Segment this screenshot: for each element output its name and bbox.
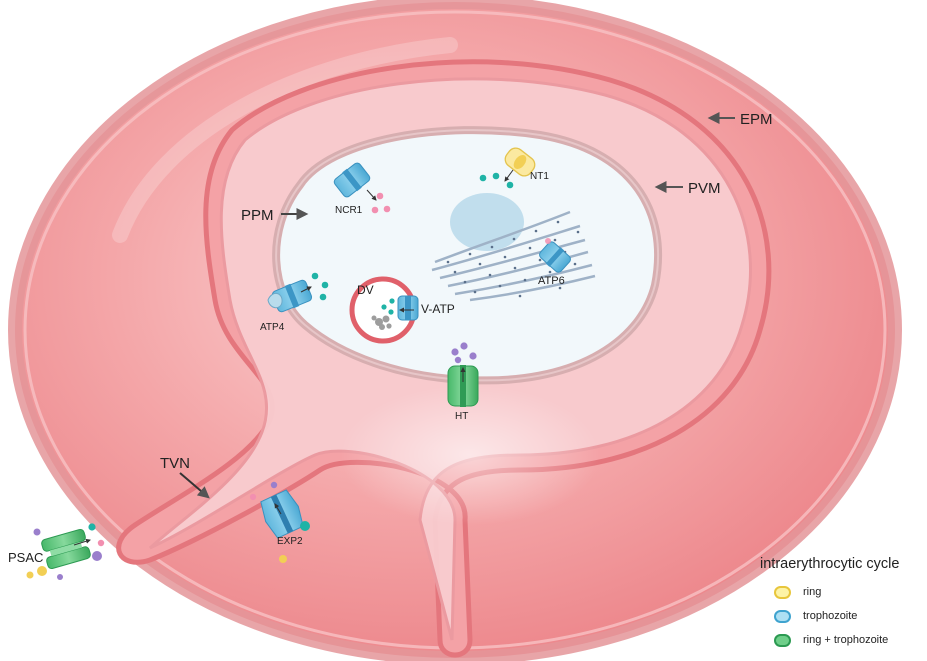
atp6-label: ATP6 <box>538 275 565 287</box>
legend-item-ring: ring <box>760 581 926 603</box>
legend-swatch-ring-trophozoite <box>774 633 791 647</box>
tvn-label: TVN <box>160 455 190 472</box>
parasite <box>272 126 663 385</box>
legend-label-trophozoite: trophozoite <box>803 610 858 622</box>
ht-transporter <box>447 365 479 407</box>
legend-swatch-ring <box>774 585 791 599</box>
ppm-label: PPM <box>241 207 274 224</box>
epm-label: EPM <box>740 111 773 128</box>
legend-label-ring: ring <box>803 586 822 598</box>
ht-label: HT <box>455 411 468 422</box>
atp4-arrow <box>300 286 312 293</box>
ncr1-label: NCR1 <box>335 205 363 216</box>
legend-label-ring-trophozoite: ring + trophozoite <box>803 634 889 646</box>
pvm-label: PVM <box>688 180 721 197</box>
atp4-sidecar <box>267 293 283 309</box>
psac-label: PSAC <box>8 550 43 565</box>
legend-item-ring-trophozoite: ring + trophozoite <box>760 629 926 651</box>
dv-label: DV <box>357 283 374 297</box>
vatp-transporter <box>397 295 419 321</box>
legend-item-trophozoite: trophozoite <box>760 605 926 627</box>
psac-arrow <box>73 538 91 546</box>
exp2-label: EXP2 <box>277 536 303 547</box>
legend: intraerythrocytic cycle ring trophozoite… <box>760 556 926 653</box>
nt1-label: NT1 <box>530 171 549 182</box>
atp6-transporter <box>539 241 571 273</box>
atp4-label: ATP4 <box>260 322 285 333</box>
tvn-arrow <box>179 472 210 499</box>
exp2-arrow <box>274 503 282 515</box>
endoplasmic-reticulum <box>431 210 596 302</box>
psac-transporter <box>41 528 91 570</box>
nt1-transporter <box>504 147 536 177</box>
hemozoin-crystal <box>371 315 392 330</box>
ncr1-transporter <box>333 162 371 198</box>
ncr1-arrow <box>366 189 377 201</box>
vatp-label: V-ATP <box>421 302 455 316</box>
legend-swatch-trophozoite <box>774 609 791 623</box>
nt1-arrow <box>504 169 514 182</box>
legend-title: intraerythrocytic cycle <box>760 556 900 572</box>
